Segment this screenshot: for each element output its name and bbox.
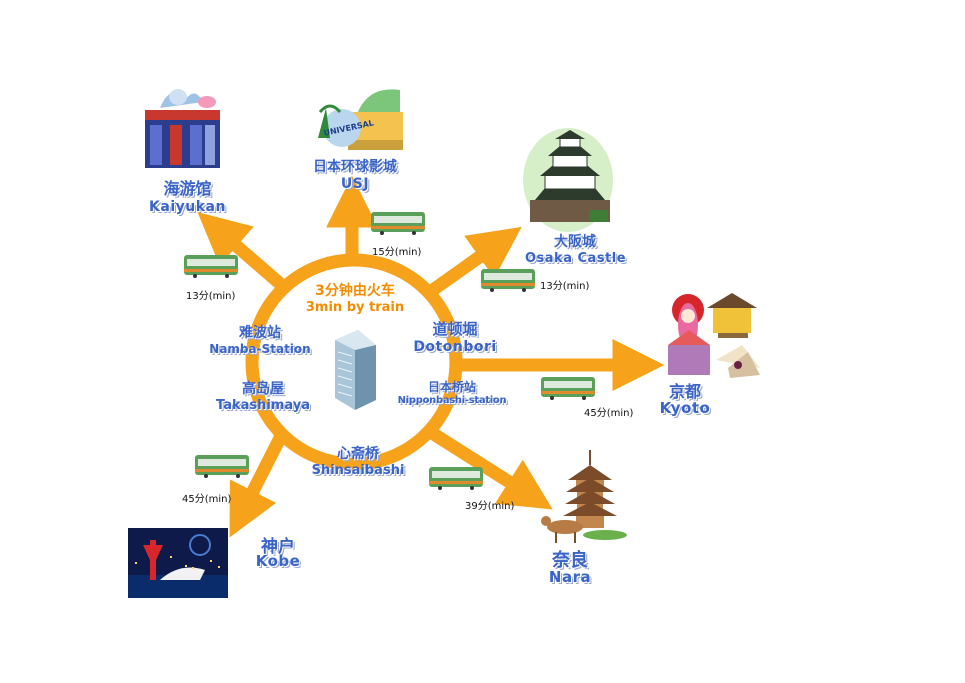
- kobe-illustration: [128, 528, 228, 598]
- arrow-osaka-castle: [426, 226, 522, 298]
- stop-shinsaibashi: 心斋桥 Shinsaibashi: [298, 443, 418, 478]
- kaiyukan-illustration: [145, 89, 220, 168]
- stop-takashimaya-en: Takashimaya: [216, 398, 310, 413]
- destination-kobe: 神户 Kobe: [238, 532, 318, 570]
- stop-nipponbashi-cn: 日本桥站: [427, 380, 476, 394]
- kyoto-illustration: [668, 293, 760, 378]
- center-title: 3分钟由火车 3min by train: [290, 280, 420, 315]
- destination-kyoto-en: Kyoto: [659, 399, 711, 417]
- usj-illustration: UNIVERSAL: [318, 89, 403, 150]
- stop-namba-en: Namba-Station: [209, 342, 311, 356]
- travel-time-osaka-castle: 13分(min): [540, 281, 590, 292]
- stop-nipponbashi: 日本桥站 Nipponbashi-station: [392, 378, 512, 406]
- destination-kaiyukan: 海游馆 Kaiyukan: [140, 175, 235, 215]
- destination-kaiyukan-cn: 海游馆: [163, 179, 212, 198]
- train-icon: [184, 255, 238, 278]
- stop-takashimaya: 高岛屋 Takashimaya: [203, 378, 323, 413]
- travel-time-kyoto: 45分(min): [584, 408, 634, 419]
- destination-osaka-castle-cn: 大阪城: [554, 234, 596, 250]
- train-icon: [481, 269, 535, 292]
- travel-time-nara: 39分(min): [465, 501, 515, 512]
- travel-time-kobe: 45分(min): [182, 494, 232, 505]
- building-icon: [335, 330, 376, 410]
- destination-usj-en: USJ: [340, 176, 370, 192]
- stop-takashimaya-cn: 高岛屋: [242, 381, 284, 397]
- center-title-cn: 3分钟由火车: [315, 283, 395, 299]
- stop-namba-cn: 难波站: [239, 325, 281, 341]
- destination-kobe-en: Kobe: [255, 552, 301, 570]
- osaka-castle-illustration: [523, 128, 613, 232]
- destination-kyoto: 京都 Kyoto: [645, 378, 725, 417]
- arrow-nara: [428, 427, 553, 510]
- destination-usj-cn: 日本环球影城: [313, 159, 397, 175]
- destination-osaka-castle-en: Osaka Castle: [525, 251, 627, 266]
- travel-time-usj: 15分(min): [372, 247, 422, 258]
- destination-kaiyukan-en: Kaiyukan: [149, 199, 226, 215]
- arrow-kaiyukan: [197, 212, 290, 293]
- stop-dotonbori: 道顿堀 Dotonbori: [400, 318, 510, 355]
- destination-usj: 日本环球影城 USJ: [300, 156, 410, 192]
- destination-kobe-cn: 神户: [261, 537, 295, 557]
- center-title-en: 3min by train: [305, 300, 405, 315]
- destination-nara-cn: 奈良: [552, 550, 588, 571]
- destination-osaka-castle: 大阪城 Osaka Castle: [525, 231, 627, 266]
- stop-dotonbori-cn: 道顿堀: [432, 320, 478, 338]
- train-icon: [195, 455, 249, 478]
- train-icon: [371, 212, 425, 235]
- stop-namba: 难波站 Namba-Station: [200, 322, 320, 356]
- arrow-kobe: [229, 435, 286, 538]
- train-icon: [541, 377, 595, 400]
- stop-shinsaibashi-cn: 心斋桥: [337, 446, 379, 462]
- nara-illustration: [541, 450, 627, 543]
- travel-time-kaiyukan: 13分(min): [186, 291, 236, 302]
- stop-dotonbori-en: Dotonbori: [413, 339, 497, 355]
- destination-kyoto-cn: 京都: [668, 382, 701, 401]
- destination-nara-en: Nara: [548, 568, 592, 586]
- stop-nipponbashi-en: Nipponbashi-station: [397, 395, 507, 406]
- train-icon: [429, 467, 483, 490]
- stop-shinsaibashi-en: Shinsaibashi: [311, 463, 405, 478]
- destination-nara: 奈良 Nara: [530, 546, 610, 586]
